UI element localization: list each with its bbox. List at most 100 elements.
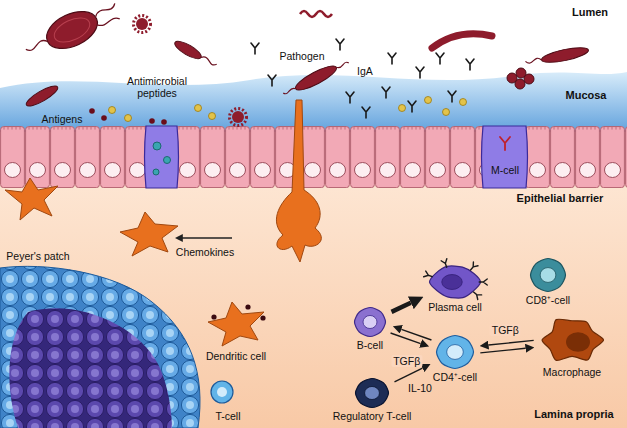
iga-antibody — [388, 53, 396, 64]
plasma-cell-shape — [441, 259, 449, 269]
b-cell-shape — [354, 307, 385, 336]
pathogen — [515, 79, 525, 89]
peyers-patch — [0, 266, 200, 428]
cd4-t-cell-shape — [447, 345, 464, 360]
macrophage-shape — [566, 332, 590, 352]
cd4-t-cell-shape — [435, 334, 475, 370]
dendritic-cell — [208, 302, 264, 346]
cd8-t-cell: CD8⁺-cell — [529, 257, 567, 293]
pathogen — [41, 4, 103, 56]
plasma-cell-shape — [468, 262, 478, 272]
cell-label-box: Dendritic cell — [206, 350, 266, 362]
pathogen — [173, 38, 219, 70]
dendritic-cell — [245, 304, 250, 309]
pathogen — [232, 111, 244, 123]
iga-antibody — [336, 39, 344, 50]
regulatory-t-cell-shape — [355, 378, 388, 407]
t-cell — [217, 387, 227, 397]
dendritic-cell — [211, 314, 216, 319]
antimicrobial-peptide — [109, 107, 116, 114]
pathogen — [432, 34, 492, 48]
antimicrobial-peptide — [109, 97, 467, 122]
antigen — [89, 108, 95, 114]
pathogen — [134, 16, 151, 33]
antigen — [161, 119, 167, 125]
antigen — [101, 115, 107, 121]
m-cell — [153, 142, 161, 150]
signal-arrow — [401, 329, 431, 340]
cell-label: M-cell — [491, 164, 519, 176]
b-cell-shape — [363, 315, 377, 328]
macrophage-shape — [542, 319, 603, 360]
cell-label-box: M-cell — [491, 164, 519, 176]
signal-arrow — [480, 348, 525, 353]
antigen-label-box: Antigens — [42, 113, 83, 125]
region-label-box: Epithelial barrier — [517, 192, 604, 204]
cell-label: B-cell — [305, 339, 435, 351]
region-label-box: Mucosa — [566, 89, 607, 101]
iga-antibody — [408, 101, 416, 112]
tissue-label-box: Peyer's patch — [6, 250, 69, 262]
iga-antibody — [268, 75, 276, 86]
pathogen — [293, 62, 339, 94]
cell-label: Dendritic cell — [206, 350, 266, 362]
iga-antibody — [346, 92, 354, 103]
antimicrobial-peptide — [443, 109, 450, 116]
cytokine-label: TGFβ — [391, 355, 422, 367]
dendritic-cell — [5, 100, 321, 346]
antibody-label: IgA — [357, 65, 373, 77]
plasma-cell-shape — [428, 264, 482, 300]
chemokine-arrow — [182, 237, 232, 239]
pathogen — [201, 55, 217, 66]
peyers-patch — [9, 308, 172, 428]
region-label: Mucosa — [566, 89, 607, 101]
edge-label-box: TGFβ — [490, 324, 521, 336]
signal-arrow — [394, 368, 422, 382]
t-cell — [211, 381, 233, 403]
signal-arrow — [392, 303, 411, 312]
signal-label: Chemokines — [176, 246, 234, 258]
iga-antibody — [382, 87, 390, 98]
cell-label: Macrophage — [507, 366, 627, 378]
pathogen — [24, 83, 60, 110]
antimicrobial-peptide — [399, 105, 406, 112]
b-cell-shape — [353, 306, 387, 338]
pathogen — [51, 13, 94, 47]
plasma-cell-shape — [479, 279, 487, 285]
antigen — [149, 118, 155, 124]
regulatory-t-cell-shape — [354, 377, 390, 409]
pathogen — [20, 0, 590, 125]
iga-antibody — [251, 43, 259, 54]
cell-label-box: T-cell — [215, 410, 240, 422]
macrophage: Macrophage — [539, 315, 605, 365]
pathogen — [173, 38, 204, 62]
cell-label: CD4⁺-cell — [390, 371, 520, 383]
region-label: Epithelial barrier — [517, 192, 604, 204]
plasma-cell-shape — [424, 271, 434, 279]
antimicrobial-peptide — [460, 99, 467, 106]
antimicrobial-peptide — [209, 113, 216, 120]
dendritic-cell — [276, 100, 321, 262]
cd8-t-cell-shape — [530, 258, 565, 291]
cytokine-label-box: IL-10 — [408, 382, 432, 394]
m-cell — [153, 169, 159, 175]
peptide-label: Antimicrobial peptides — [119, 75, 195, 99]
pathogen — [524, 74, 534, 84]
antimicrobial-peptide — [195, 105, 202, 112]
dendritic-cell — [5, 178, 58, 220]
edge-label-box: TGFβ — [391, 355, 422, 367]
signal-arrow — [394, 368, 422, 382]
dendritic-cell — [260, 315, 265, 320]
cell-label: Regulatory T-cell — [307, 410, 437, 422]
dendritic-cell — [120, 212, 178, 256]
pathogen — [20, 0, 124, 66]
cd4-t-cell-shape — [436, 335, 473, 368]
iga-antibody — [448, 91, 456, 102]
peptide-label-box: Antimicrobial peptides — [119, 75, 195, 99]
pathogen — [283, 59, 348, 96]
antimicrobial-peptide — [425, 97, 432, 104]
iga-antibody — [362, 107, 370, 118]
